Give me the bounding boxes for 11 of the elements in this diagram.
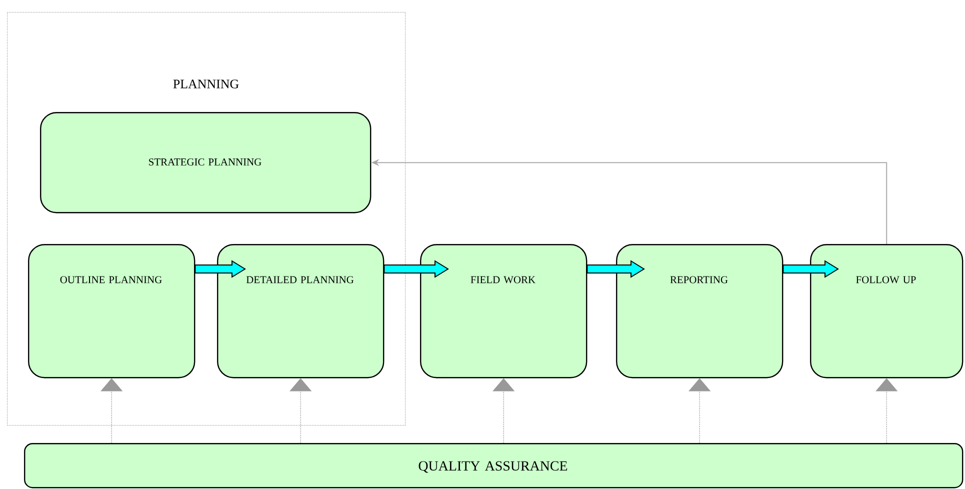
block-arrow bbox=[586, 260, 645, 278]
process-box: OUTLINE PLANNING bbox=[28, 244, 196, 378]
process-box: FOLLOW UP bbox=[810, 244, 964, 378]
process-box: REPORTING bbox=[616, 244, 784, 378]
block-arrow bbox=[782, 260, 839, 278]
block-arrow bbox=[384, 260, 449, 278]
process-box: DETAILED PLANNING bbox=[217, 244, 384, 378]
process-box: STRATEGIC PLANNING bbox=[40, 112, 372, 214]
process-box: FIELD WORK bbox=[420, 244, 588, 378]
process-band: QUALITY ASSURANCE bbox=[24, 443, 964, 488]
block-arrow bbox=[194, 260, 246, 278]
